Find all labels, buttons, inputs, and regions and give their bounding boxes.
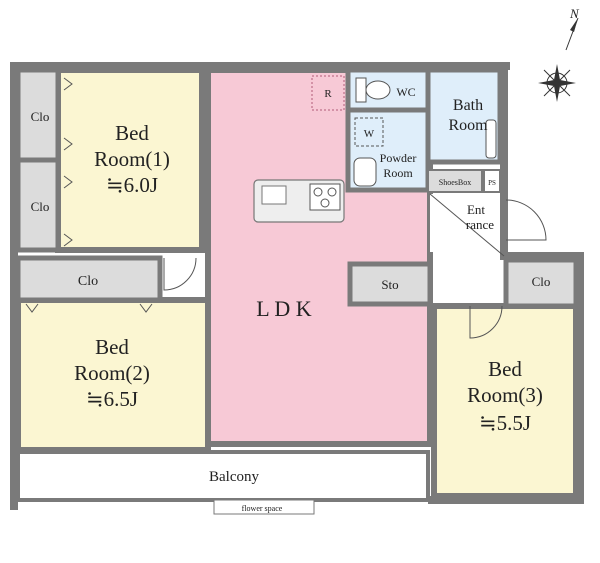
toilet-icon: [355, 77, 391, 103]
entrance-door-swing: [505, 199, 547, 241]
powder-room-line2: Room: [383, 166, 413, 180]
wall-left: [10, 62, 18, 510]
bedroom-1: [55, 67, 205, 253]
storage-label: Sto: [381, 277, 398, 292]
storage: [347, 261, 433, 307]
closet-3: [15, 255, 163, 303]
ps-label: PS: [488, 179, 496, 187]
powder-room-line1: Powder: [380, 151, 417, 165]
bedroom-2-door-swing: [163, 257, 197, 291]
ldk-label: L D K: [256, 296, 312, 321]
closet-2-label: Clo: [31, 199, 50, 214]
bedroom-2-line1: Bed: [95, 335, 129, 359]
closet-3-label: Clo: [78, 274, 98, 289]
entrance-line1: Ent: [467, 202, 485, 217]
wc-label: WC: [396, 85, 415, 99]
bedroom-1-line2: Room(1): [94, 147, 170, 171]
flower-space-label: flower space: [242, 504, 283, 513]
flower-space: [213, 499, 315, 515]
entrance-line2: rance: [466, 217, 494, 232]
wall-right-upper: [500, 62, 508, 252]
washer-label: W: [364, 128, 375, 140]
shoesbox: [427, 169, 483, 193]
washer-space: [354, 117, 384, 147]
bedroom-3-line1: Bed: [488, 357, 522, 381]
wall-entrance-step: [500, 252, 584, 260]
bedroom-3-size: ≒5.5J: [479, 411, 531, 435]
bedroom-1-line1: Bed: [115, 121, 149, 145]
bath-room-line1: Bath: [453, 97, 483, 114]
closet-2: [15, 157, 61, 253]
compass-rose-icon: [538, 17, 579, 102]
bedroom-3-door-swing: [469, 305, 503, 339]
bedroom-3: [431, 303, 579, 499]
bedroom-2-size: ≒6.5J: [86, 387, 138, 411]
stove-icon: [309, 183, 341, 211]
balcony-label: Balcony: [209, 469, 259, 485]
bath-room: [425, 67, 503, 165]
powder-room: [345, 107, 431, 193]
pipe-space: [483, 169, 501, 193]
sink-icon: [261, 185, 287, 205]
fridge-space: [311, 75, 345, 111]
entrance-step-line: [429, 193, 505, 257]
bath-room-line2: Room: [448, 117, 488, 134]
north-label: N: [569, 6, 580, 21]
bathtub-icon: [485, 119, 497, 159]
wall-top: [10, 62, 510, 70]
wall-right-lower: [576, 252, 584, 504]
shoesbox-label: ShoesBox: [439, 178, 471, 187]
closet-1-label: Clo: [31, 109, 50, 124]
balcony: [16, 450, 430, 502]
bedroom-1-size: ≒6.0J: [106, 173, 158, 197]
fridge-label: R: [324, 88, 332, 100]
bedroom-2: [15, 297, 211, 453]
closet-1: [15, 67, 61, 163]
washbasin-icon: [353, 157, 377, 187]
bedroom-2-line2: Room(2): [74, 361, 150, 385]
bedroom-3-line2: Room(3): [467, 383, 543, 407]
closet-4: [503, 257, 579, 309]
closet-4-label: Clo: [532, 274, 551, 289]
wall-bottom-right: [428, 496, 584, 504]
